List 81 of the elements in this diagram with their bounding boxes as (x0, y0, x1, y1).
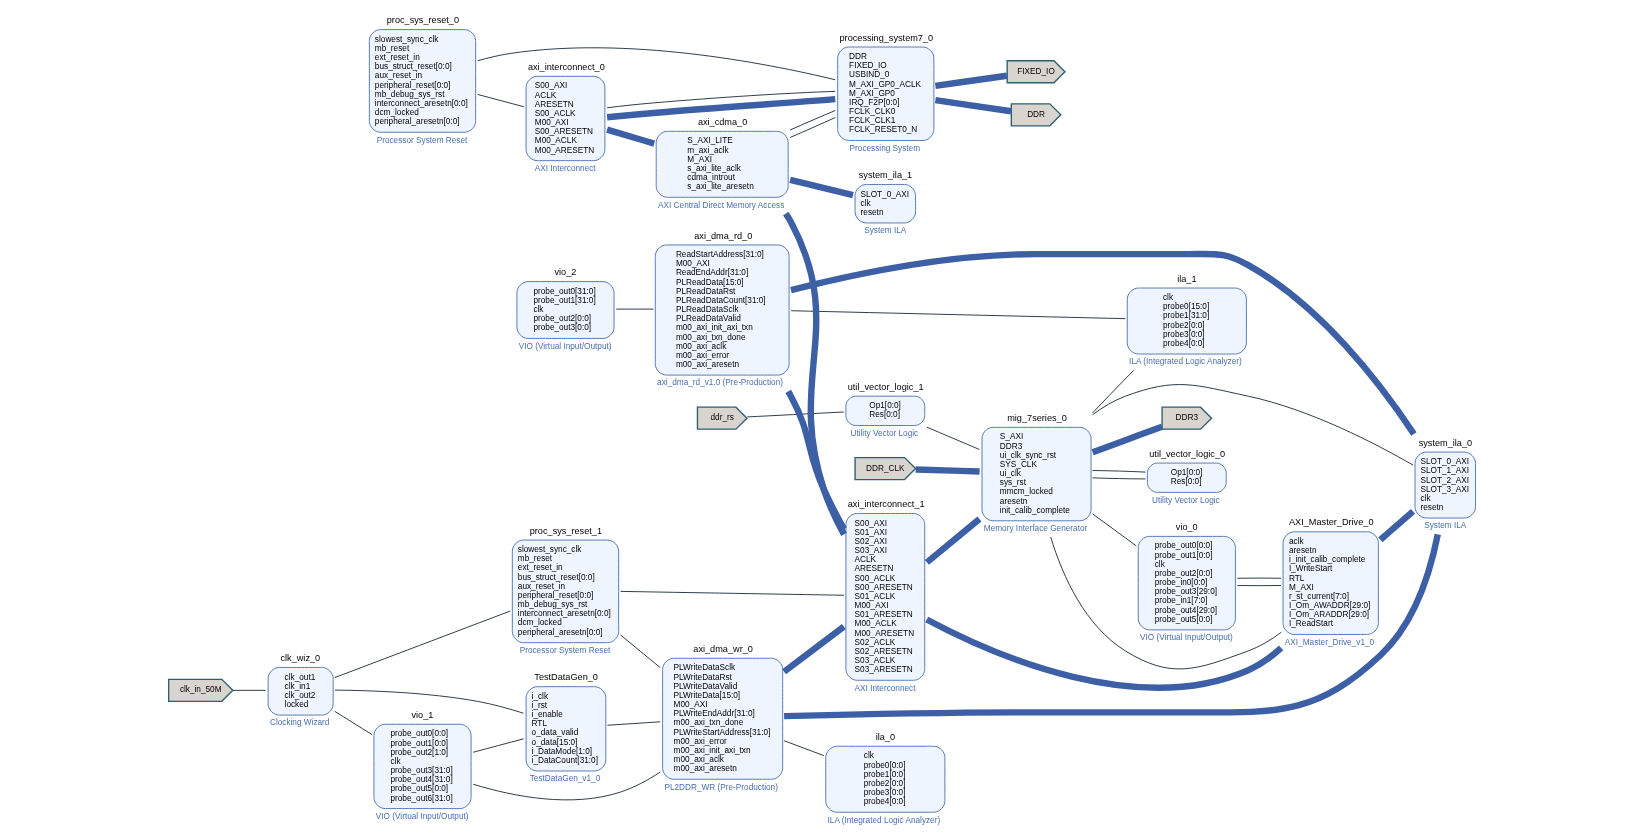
node-label: vio_0 (1175, 521, 1198, 532)
node-label: axi_dma_wr_0 (693, 643, 753, 654)
node-label: ILA (Integrated Logic Analyzer) (1129, 357, 1242, 367)
connector (915, 466, 980, 475)
node-label: VIO (Virtual Input/Output) (518, 341, 612, 351)
node-label: Clocking Wizard (269, 718, 330, 728)
connector (334, 610, 511, 679)
connector (620, 590, 845, 596)
connector (1236, 577, 1282, 579)
node-label: axi_cdma_0 (697, 116, 748, 127)
node-label: AXI Interconnect (534, 163, 596, 173)
node-label: PL2DDR_WR (Pre-Production) (664, 782, 778, 792)
connector (334, 689, 524, 714)
node-label: ILA (Integrated Logic Analyzer) (827, 815, 941, 825)
connector (606, 126, 656, 147)
connector (620, 634, 661, 669)
connector (926, 426, 980, 450)
node-label: vio_1 (411, 709, 434, 720)
connector (790, 310, 1126, 320)
connector (934, 96, 1012, 115)
node-label: VIO (Virtual Input/Output) (1140, 633, 1233, 643)
node-label: clk_wiz_0 (280, 653, 321, 664)
node-label: Memory Interface Generator (983, 524, 1088, 534)
node-label: util_vector_logic_0 (1149, 448, 1226, 459)
connector (607, 721, 661, 726)
connector (1378, 508, 1416, 543)
node-label: vio_2 (554, 267, 577, 278)
node-label: processing_system7_0 (839, 32, 934, 43)
connector (1092, 513, 1137, 547)
connector (472, 771, 661, 801)
connector (606, 95, 836, 121)
connector (334, 710, 373, 735)
node-label: VIO (Virtual Input/Output) (375, 811, 469, 821)
node-label: proc_sys_reset_1 (529, 525, 603, 536)
node-label: Utility Vector Logic (850, 428, 919, 438)
node-label: Processing System (849, 143, 921, 153)
node-label: util_vector_logic_1 (847, 381, 924, 392)
node-label: AXI Interconnect (854, 683, 916, 693)
connector (472, 738, 525, 753)
node-label: axi_interconnect_1 (847, 499, 925, 510)
connector (1092, 470, 1146, 473)
connector (924, 516, 982, 565)
connector (1236, 585, 1282, 587)
node-label: axi_dma_rd_0 (694, 230, 753, 241)
connector (1092, 384, 1414, 466)
node-label: proc_sys_reset_0 (386, 15, 460, 26)
connector (789, 117, 836, 138)
connector (934, 72, 1008, 90)
connector (477, 47, 836, 81)
connector (783, 740, 825, 757)
node-label: system_ila_0 (1418, 437, 1473, 448)
connector (789, 176, 854, 199)
connector (785, 389, 847, 531)
node-label: System ILA (864, 226, 907, 236)
node-label: Processor System Reset (519, 645, 611, 655)
connector (477, 93, 525, 108)
node-label: ila_1 (1177, 273, 1197, 284)
node-label: system_ila_1 (858, 170, 913, 181)
connector (783, 211, 847, 536)
node-label: TestDataGen_v1_0 (529, 774, 601, 784)
connector (925, 616, 1284, 691)
connector (790, 250, 1417, 436)
node-label: mig_7series_0 (1007, 412, 1067, 423)
connector (1091, 423, 1164, 456)
node-label: ila_0 (875, 731, 896, 742)
connector (1092, 369, 1135, 414)
node-label: AXI_Master_Drive_0 (1289, 517, 1374, 528)
connector (232, 689, 266, 691)
connector (746, 411, 845, 418)
node-label: System ILA (1424, 521, 1467, 531)
node-label: axi_interconnect_0 (527, 61, 605, 72)
connector (789, 110, 836, 131)
node-label: axi_dma_rd_v1.0 (Pre-Production) (657, 378, 783, 388)
connector (782, 624, 846, 675)
node-label: AXI Central Direct Memory Access (658, 200, 785, 210)
connector (606, 90, 836, 109)
node-label: Utility Vector Logic (1152, 495, 1220, 505)
node-label: Processor System Reset (376, 135, 468, 145)
node-label: AXI_Master_Drive_v1_0 (1284, 637, 1375, 647)
node-label: TestDataGen_0 (534, 672, 598, 683)
connector (1092, 477, 1146, 480)
